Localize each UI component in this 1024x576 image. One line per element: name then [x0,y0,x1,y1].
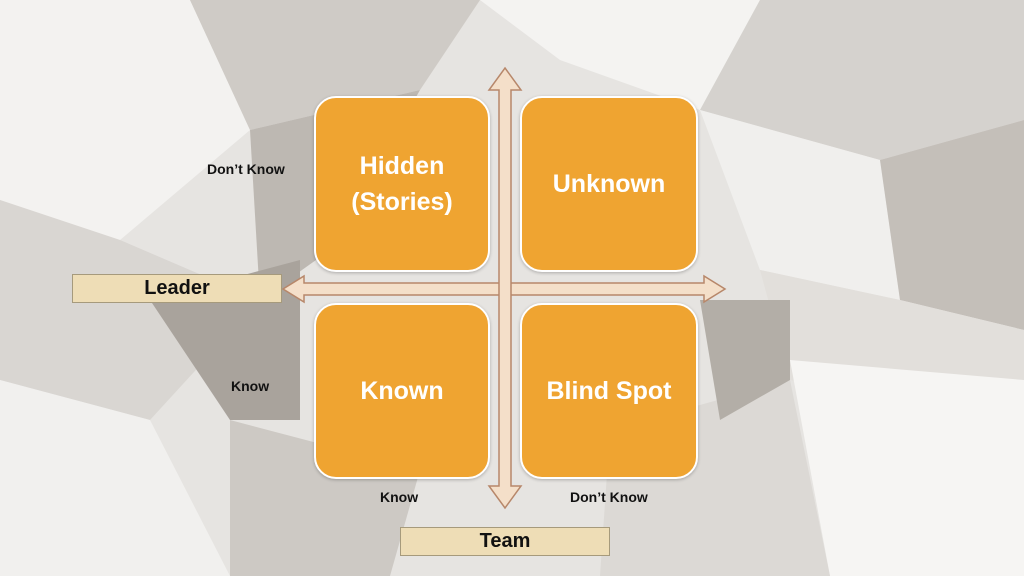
quadrant-unknown: Unknown [520,96,698,272]
quadrant-hidden: Hidden (Stories) [314,96,490,272]
leader-know-tick: Know [231,378,270,394]
team-axis-label: Team [400,527,610,556]
vertical-axis-arrow [487,66,523,510]
leader-axis-label: Leader [72,274,282,303]
quadrant-blind-spot: Blind Spot [520,303,698,479]
team-dont-know-tick: Don’t Know [570,489,648,505]
leader-dont-know-tick: Don’t Know [207,161,285,177]
team-know-tick: Know [380,489,419,505]
quadrant-known: Known [314,303,490,479]
